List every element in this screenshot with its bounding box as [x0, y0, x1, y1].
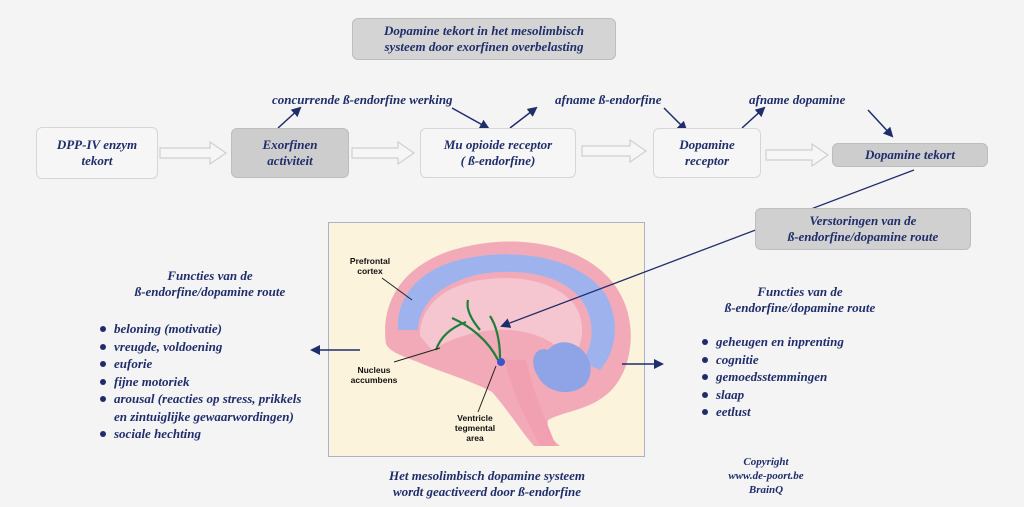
brain-stem: [505, 360, 556, 446]
dopamine-tekort-box: Dopamine tekort: [832, 143, 988, 167]
arrow-afname-endorfine-down: [663, 107, 688, 132]
list-item: cognitie: [700, 351, 900, 369]
nucleus-accumbens-label: Nucleus accumbens: [344, 365, 404, 386]
copyright-line1: Copyright: [743, 456, 789, 468]
dopamine-receptor-line2: receptor: [684, 153, 730, 168]
flow-arrow-1: [159, 140, 228, 166]
arrow-tekort-to-brain: [500, 169, 915, 328]
prefrontal-line2: cortex: [357, 265, 383, 276]
dpp-line1: DPP-IV enzym: [56, 137, 138, 153]
vta-label: Ventricle tegmental area: [440, 413, 510, 443]
caption-line1: Het mesolimbisch dopamine systeem: [388, 468, 586, 483]
right-panel-heading: Functies van de ß-endorfine/dopamine rou…: [690, 284, 910, 317]
list-item: euforie: [98, 355, 308, 373]
left-panel-heading: Functies van de ß-endorfine/dopamine rou…: [100, 268, 320, 301]
mu-receptor-box: Mu opioide receptor ( ß-endorfine): [420, 128, 576, 178]
vta-line2: tegmental: [454, 422, 496, 433]
copyright-block: Copyright www.de-poort.be BrainQ: [706, 456, 826, 497]
list-item: gemoedsstemmingen: [700, 368, 900, 386]
mu-line1: Mu opioide receptor: [443, 137, 553, 153]
vta-leader: [477, 365, 497, 413]
arrow-afname-dopamine-down: [867, 109, 894, 138]
arrow-exorfinen-up: [277, 106, 302, 129]
nucleus-line2: accumbens: [350, 374, 398, 385]
list-item: geheugen en inprenting: [700, 333, 900, 351]
left-heading-line2: ß-endorfine/dopamine route: [134, 284, 286, 300]
brain-caption: Het mesolimbisch dopamine systeem wordt …: [330, 468, 644, 501]
dopamine-tekort-label: Dopamine tekort: [865, 147, 955, 163]
vta-marker: [497, 358, 505, 366]
verstoringen-box: Verstoringen van de ß-endorfine/dopamine…: [755, 208, 971, 250]
caption-line2: wordt geactiveerd door ß-endorfine: [392, 484, 582, 500]
right-heading-line2: ß-endorfine/dopamine route: [724, 300, 876, 316]
dopamine-receptor-line1: Dopamine: [679, 137, 735, 153]
concurrende-label: concurrende ß-endorfine werking: [272, 92, 453, 107]
left-heading-line1: Functies van de: [167, 268, 253, 283]
verstoringen-line2: ß-endorfine/dopamine route: [787, 229, 939, 244]
brain-cerebellum: [533, 342, 591, 393]
arrow-mu-up: [509, 106, 538, 129]
prefrontal-leader: [381, 277, 413, 301]
arrow-concurrende-down: [451, 107, 490, 129]
dopamine-receptor-box: Dopamine receptor: [653, 128, 761, 178]
list-item: slaap: [700, 386, 900, 404]
dpp-line2: tekort: [81, 153, 113, 168]
prefrontal-line1: Prefrontal: [349, 256, 391, 266]
list-item: fijne motoriek: [98, 373, 308, 391]
copyright-line3: BrainQ: [748, 483, 784, 496]
dopamine-pathway: [434, 299, 502, 361]
afname-endorfine-label: afname ß-endorfine: [555, 92, 662, 107]
flow-arrow-2: [351, 140, 416, 166]
mu-line2: ( ß-endorfine): [460, 153, 536, 168]
list-item: sociale hechting: [98, 425, 308, 443]
verstoringen-line1: Verstoringen van de: [809, 213, 917, 229]
flow-arrow-4: [765, 142, 830, 168]
list-item: arousal (reacties op stress, prikkels en…: [98, 390, 308, 425]
left-function-list: beloning (motivatie) vreugde, voldoening…: [98, 320, 308, 443]
title-line1: Dopamine tekort in het mesolimbisch: [383, 23, 585, 39]
vta-line1: Ventricle: [457, 413, 493, 423]
exorfinen-box: Exorfinen activiteit: [231, 128, 349, 178]
title-line2: systeem door exorfinen overbelasting: [384, 39, 584, 54]
right-heading-line1: Functies van de: [757, 284, 843, 299]
brain-cortex-band: [397, 254, 615, 370]
nucleus-line1: Nucleus: [357, 365, 391, 375]
afname-dopamine-label: afname dopamine: [749, 92, 846, 107]
nucleus-leader: [393, 347, 441, 363]
dpp-box: DPP-IV enzym tekort: [36, 127, 158, 179]
title-box: Dopamine tekort in het mesolimbisch syst…: [352, 18, 616, 60]
list-item: eetlust: [700, 403, 900, 421]
vta-line3: area: [466, 432, 484, 443]
copyright-line2: www.de-poort.be: [728, 469, 804, 482]
brain-inner-region: [420, 278, 583, 352]
exorfinen-line2: activiteit: [267, 153, 313, 168]
list-item: vreugde, voldoening: [98, 338, 308, 356]
arrow-receptor-up: [741, 106, 766, 129]
flow-arrow-3: [581, 138, 648, 164]
prefrontal-cortex-label: Prefrontal cortex: [340, 256, 400, 277]
exorfinen-line1: Exorfinen: [262, 137, 318, 153]
list-item: beloning (motivatie): [98, 320, 308, 338]
right-function-list: geheugen en inprenting cognitie gemoedss…: [700, 333, 900, 421]
